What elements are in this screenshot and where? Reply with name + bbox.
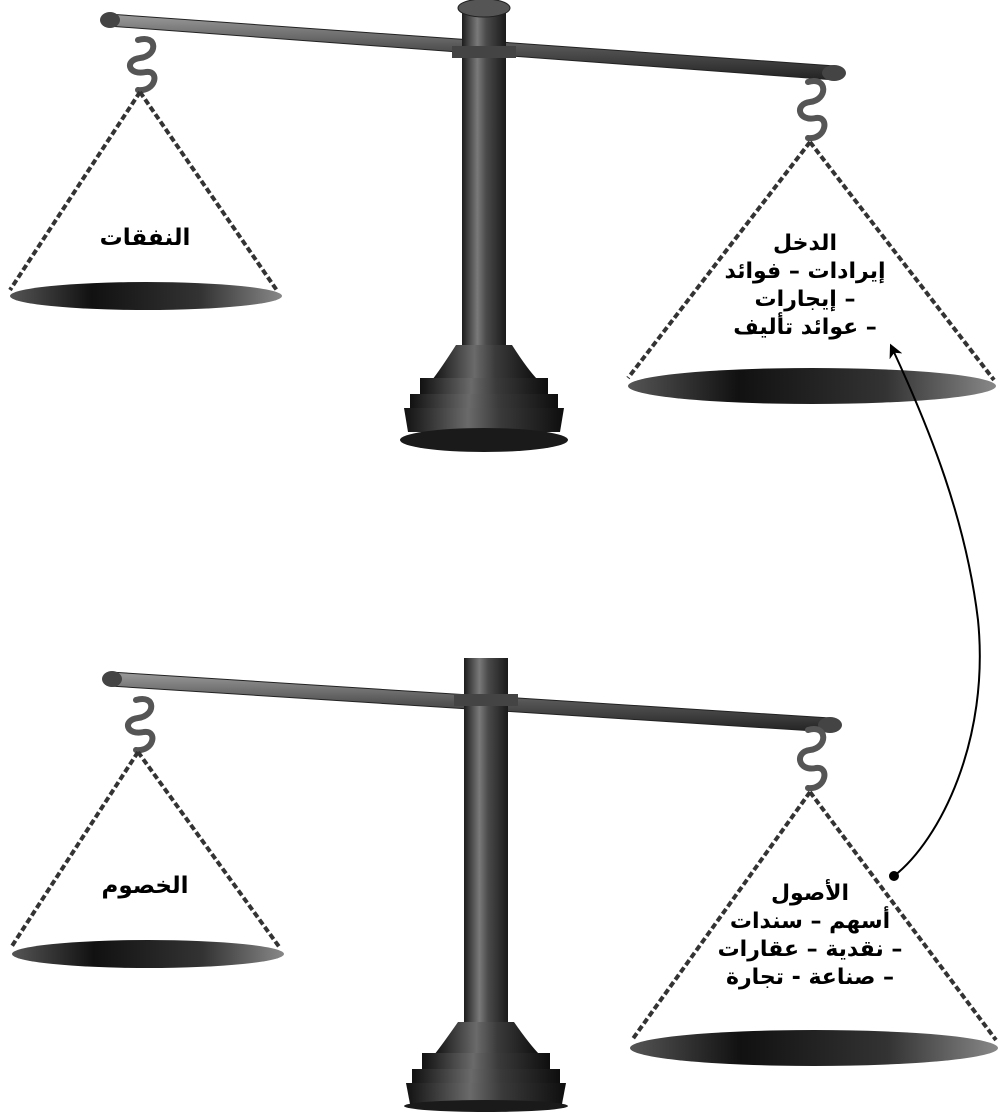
top-left-hanger bbox=[10, 39, 278, 292]
income-line-2: إيرادات – فوائد bbox=[690, 258, 920, 286]
bottom-left-hanger bbox=[12, 699, 280, 948]
bottom-base bbox=[404, 1022, 568, 1112]
top-base bbox=[400, 345, 568, 452]
liabilities-text: الخصوم bbox=[70, 872, 220, 900]
income-line-4: – عوائد تأليف bbox=[690, 314, 920, 342]
assets-line-4: – صناعة - تجارة bbox=[690, 964, 930, 992]
top-right-pan bbox=[628, 368, 996, 404]
income-line-3: – إيجارات bbox=[690, 286, 920, 314]
bottom-left-pan bbox=[12, 940, 284, 968]
bottom-right-pan bbox=[630, 1030, 998, 1066]
income-line-1: الدخل bbox=[690, 230, 920, 258]
income-label: الدخل إيرادات – فوائد – إيجارات – عوائد … bbox=[690, 230, 920, 342]
expenses-text: النفقات bbox=[70, 224, 220, 252]
assets-line-3: – نقدية – عقارات bbox=[690, 936, 930, 964]
assets-line-2: أسهم – سندات bbox=[690, 908, 930, 936]
expenses-label: النفقات bbox=[70, 224, 220, 252]
liabilities-label: الخصوم bbox=[70, 872, 220, 900]
assets-line-1: الأصول bbox=[690, 880, 930, 908]
top-left-pan bbox=[10, 282, 282, 310]
assets-label: الأصول أسهم – سندات – نقدية – عقارات – ص… bbox=[690, 880, 930, 992]
assets-to-income-arrow bbox=[893, 350, 980, 876]
bottom-pole bbox=[464, 658, 508, 1028]
